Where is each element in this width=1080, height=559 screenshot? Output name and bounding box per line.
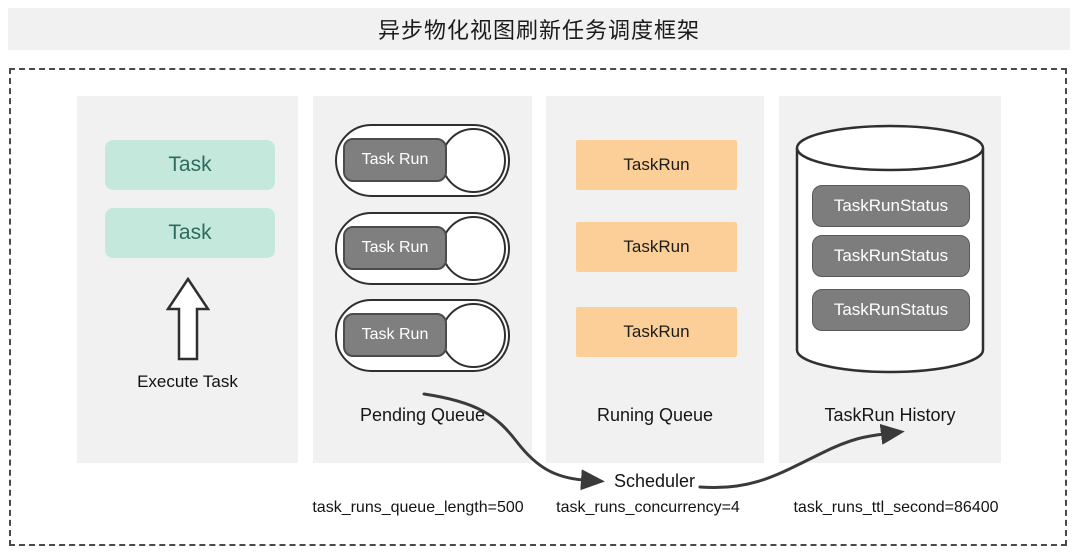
- taskrun-node: TaskRun: [576, 222, 737, 272]
- execute-task-caption: Execute Task: [137, 372, 238, 391]
- up-arrow-icon: [166, 277, 210, 361]
- task-node: Task: [105, 208, 275, 258]
- task-run-node: Task Run: [343, 138, 447, 182]
- cylinder-end-icon: [441, 216, 506, 281]
- panel-execute-task: Task Task Execute Task: [77, 96, 298, 463]
- taskrun-label: TaskRun: [623, 155, 690, 174]
- param-queue-length: task_runs_queue_length=500: [312, 499, 524, 516]
- taskrun-history-label: TaskRun History: [824, 405, 956, 425]
- cylinder-end-icon: [441, 303, 506, 368]
- running-queue-label: Runing Queue: [596, 405, 714, 425]
- cylinder-end-icon: [441, 128, 506, 193]
- panel-pending-queue: Task Run Task Run Task Run Pending Queue: [313, 96, 532, 463]
- task-run-node: Task Run: [343, 226, 447, 270]
- pending-queue-item: Task Run: [335, 212, 510, 285]
- taskrunstatus-node: TaskRunStatus: [812, 289, 970, 331]
- param-concurrency: task_runs_concurrency=4: [556, 499, 740, 516]
- taskrun-label: TaskRun: [623, 237, 690, 256]
- task-run-node: Task Run: [343, 313, 447, 357]
- taskrunstatus-node: TaskRunStatus: [812, 185, 970, 227]
- taskrunstatus-label: TaskRunStatus: [833, 300, 949, 319]
- pending-queue-item: Task Run: [335, 299, 510, 372]
- taskrun-label: TaskRun: [623, 322, 690, 341]
- taskrunstatus-node: TaskRunStatus: [812, 235, 970, 277]
- taskrun-node: TaskRun: [576, 140, 737, 190]
- pending-queue-label: Pending Queue: [359, 405, 486, 425]
- task-run-label: Task Run: [361, 239, 429, 256]
- taskrunstatus-label: TaskRunStatus: [833, 196, 949, 215]
- task-run-label: Task Run: [361, 151, 429, 168]
- taskrunstatus-label: TaskRunStatus: [833, 246, 949, 265]
- task-node-label: Task: [168, 221, 212, 244]
- taskrun-node: TaskRun: [576, 307, 737, 357]
- scheduler-label: Scheduler: [613, 471, 696, 491]
- task-node-label: Task: [168, 153, 212, 176]
- diagram-title: 异步物化视图刷新任务调度框架: [377, 18, 700, 43]
- dashed-frame: [9, 68, 1067, 546]
- param-ttl-second: task_runs_ttl_second=86400: [793, 499, 999, 516]
- panel-taskrun-history: TaskRunStatus TaskRunStatus TaskRunStatu…: [779, 96, 1001, 463]
- pending-queue-item: Task Run: [335, 124, 510, 197]
- task-node: Task: [105, 140, 275, 190]
- title-bar: 异步物化视图刷新任务调度框架: [8, 8, 1070, 50]
- task-run-label: Task Run: [361, 326, 429, 343]
- panel-running-queue: TaskRun TaskRun TaskRun Runing Queue: [546, 96, 764, 463]
